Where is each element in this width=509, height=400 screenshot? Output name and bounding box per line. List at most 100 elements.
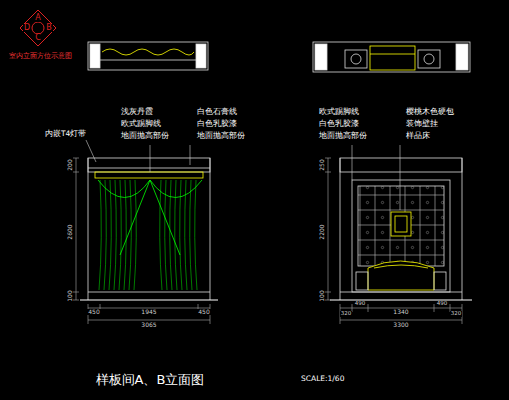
dimension: 490 — [354, 301, 367, 307]
dimension: 490 — [436, 301, 449, 307]
bed — [368, 261, 434, 290]
ceiling-band — [340, 158, 462, 172]
curtain-pleat — [124, 180, 126, 290]
ornament-inner — [395, 216, 407, 232]
material-callout: 地面抛高部份 — [120, 132, 170, 140]
plan-outline — [88, 42, 208, 70]
nightstand — [356, 272, 368, 290]
logo-letter: A — [34, 14, 41, 22]
plan-wall — [456, 44, 468, 70]
dimension: 2200 — [319, 223, 325, 240]
orientation-symbol — [20, 10, 56, 46]
dimension: 1340 — [392, 309, 409, 315]
center-circle — [32, 22, 44, 34]
nightstand-plan — [345, 50, 367, 68]
dim-line — [340, 320, 462, 321]
material-callout: 样品床 — [405, 132, 431, 140]
leader-line — [400, 145, 401, 210]
dim-line — [328, 158, 329, 300]
curtain-pleat — [195, 180, 197, 290]
material-callout: 白色乳胶漆 — [196, 120, 238, 128]
upholstered-panel — [358, 186, 444, 266]
plan-outline — [313, 42, 470, 72]
skirting-line — [340, 292, 462, 293]
wall-line — [88, 158, 89, 300]
dim-ticks — [340, 304, 462, 324]
ceiling-band — [88, 158, 210, 172]
drawing-caption: 样板间A、B立面图 — [95, 373, 206, 386]
plan-strip-a — [88, 42, 208, 70]
leader-line — [150, 145, 151, 172]
elevation-b — [330, 158, 472, 300]
dimension: 450 — [87, 309, 100, 315]
curtain-pleat — [104, 180, 106, 290]
dimension: 320 — [340, 311, 353, 317]
scale-note: SCALE:1/60 — [300, 375, 345, 383]
material-callout: 浅灰丹霞 — [120, 108, 154, 116]
bed-plan — [370, 46, 415, 70]
plan-strip-b — [313, 42, 470, 72]
leader-line — [352, 145, 353, 180]
logo-title: 室内立面方位示意图 — [8, 53, 73, 60]
wall-line — [210, 158, 211, 300]
pillow-line — [370, 54, 415, 55]
bed-pillow — [374, 265, 428, 268]
plan-wall — [196, 44, 206, 68]
wall-frame — [352, 180, 450, 292]
dimension: 450 — [197, 309, 210, 315]
lamp-plan — [424, 54, 434, 64]
diamond-outline — [20, 10, 56, 46]
nightstand — [434, 272, 446, 290]
sheer-drape — [120, 180, 180, 255]
leader-line — [190, 145, 191, 165]
curtain-plan — [102, 49, 194, 55]
cornice-line — [88, 168, 210, 169]
dimension: 100 — [67, 289, 73, 302]
dim-ticks — [88, 304, 210, 324]
wall-line — [462, 158, 463, 300]
material-callout: 樱桃木色硬包 — [405, 108, 455, 116]
logo-letter: B — [45, 24, 53, 32]
logo-letter: D — [23, 24, 31, 32]
floor-line — [330, 299, 472, 300]
skirting-line — [88, 292, 210, 293]
material-callout: 欧式踢脚线 — [318, 108, 360, 116]
plan-line — [100, 60, 196, 61]
curtain-pleat — [165, 180, 167, 290]
dimension: 250 — [319, 158, 325, 171]
logo-letter: C — [34, 34, 42, 42]
dimension: 1945 — [140, 309, 157, 315]
dim-ticks — [325, 158, 331, 300]
leader-lines — [86, 140, 400, 210]
curtain-pleat — [160, 180, 162, 290]
curtain-pleat — [175, 180, 177, 290]
material-callout: 装饰壁挂 — [405, 120, 439, 128]
curtain-pleat — [99, 180, 101, 290]
curtain-pelmet — [95, 172, 203, 178]
dimension: 3065 — [140, 322, 157, 328]
dimension: 200 — [67, 158, 73, 171]
material-callout: 白色乳胶漆 — [318, 120, 360, 128]
dimension: 320 — [450, 311, 463, 317]
curtain-pleat — [109, 180, 111, 290]
nightstand-plan — [418, 50, 440, 68]
plan-wall — [315, 44, 327, 70]
dim-line — [76, 158, 77, 300]
material-callout: 欧式踢脚线 — [120, 120, 162, 128]
plan-wall — [90, 44, 100, 68]
material-callout: 白色石膏线 — [196, 108, 238, 116]
curtain-pleat — [190, 180, 192, 290]
dimension: 3300 — [392, 322, 409, 328]
dim-ticks — [73, 158, 79, 300]
material-callout: 内嵌T4灯带 — [44, 130, 87, 138]
material-callout: 地面抛高部份 — [318, 132, 368, 140]
dimension-lines — [73, 158, 462, 324]
curtain-pleat — [134, 180, 136, 290]
lamp-plan — [351, 54, 361, 64]
curtain-swag — [98, 180, 202, 198]
dimension: 100 — [319, 289, 325, 302]
curtain-pleat — [185, 180, 187, 290]
wall-ornament — [391, 212, 411, 236]
